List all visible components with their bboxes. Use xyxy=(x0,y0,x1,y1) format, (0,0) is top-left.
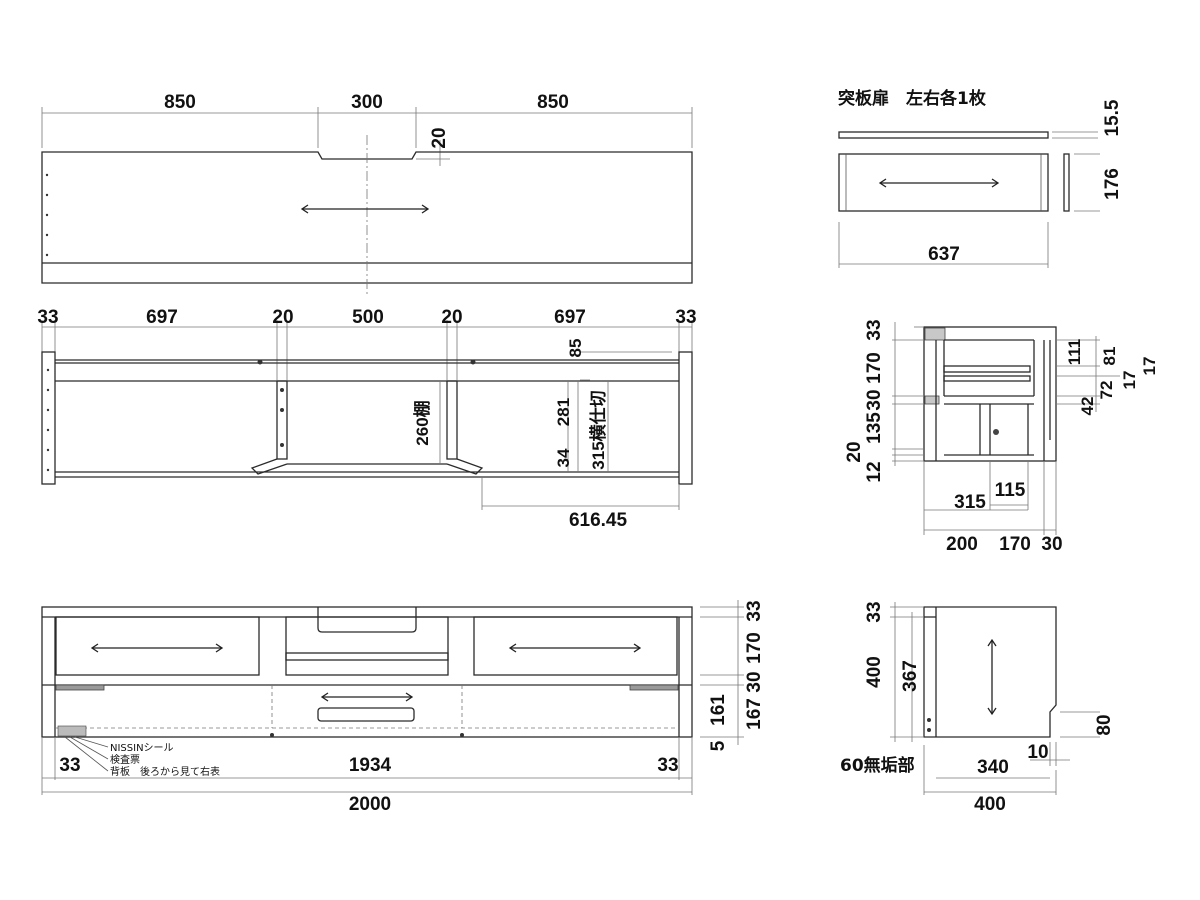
dim-17-b: 17 xyxy=(1140,357,1159,376)
dim-42: 42 xyxy=(1078,397,1097,416)
dim-17-a: 17 xyxy=(1120,371,1139,390)
dim-697-left: 697 xyxy=(146,307,178,328)
door-panel: 突板扉 左右各1枚 15.5 176 637 xyxy=(838,88,1123,268)
dim-20-right: 20 xyxy=(441,307,462,328)
dim-5: 5 xyxy=(708,740,729,751)
dim-170-s: 170 xyxy=(864,352,885,384)
dim-111: 111 xyxy=(1065,339,1084,366)
top-view: 850 300 850 20 xyxy=(41,92,693,295)
dim-400-bottom: 400 xyxy=(974,794,1006,815)
dim-33-back: 33 xyxy=(744,600,765,621)
label-60-solid: 60無垢部 xyxy=(840,755,915,776)
front-view: 33 697 20 500 20 697 33 85 260棚 xyxy=(37,307,696,531)
dim-20-left: 20 xyxy=(272,307,293,328)
label-back-panel: 背板 後ろから見て右表 xyxy=(110,765,220,778)
dim-340: 340 xyxy=(977,757,1009,778)
dim-850-right: 850 xyxy=(537,92,569,113)
dim-20-s: 20 xyxy=(844,441,865,462)
dim-33-right: 33 xyxy=(675,307,696,328)
dim-33-s: 33 xyxy=(864,319,885,340)
dim-170-back: 170 xyxy=(744,632,765,664)
dim-850-left: 850 xyxy=(164,92,196,113)
dim-85: 85 xyxy=(566,339,585,358)
dim-12-s: 12 xyxy=(864,461,885,482)
dim-167: 167 xyxy=(744,698,765,730)
dim-260-shelf: 260棚 xyxy=(412,400,432,445)
dim-315-s: 315 xyxy=(954,492,986,513)
dim-20-notch: 20 xyxy=(429,127,450,148)
dim-34: 34 xyxy=(554,448,573,467)
door-title: 突板扉 左右各1枚 xyxy=(838,88,987,109)
dim-72: 72 xyxy=(1097,381,1116,400)
dim-33-side: 33 xyxy=(864,601,885,622)
dim-1934: 1934 xyxy=(349,755,392,776)
dim-33-left: 33 xyxy=(37,307,58,328)
dim-315-partition: 315横仕切 xyxy=(588,390,608,469)
dim-200: 200 xyxy=(946,534,978,555)
dim-30-back: 30 xyxy=(744,671,765,692)
dim-30-s: 30 xyxy=(864,389,885,410)
label-inspection-slip: 検査票 xyxy=(110,753,140,766)
dim-400-side: 400 xyxy=(864,656,885,688)
dim-2000: 2000 xyxy=(349,794,391,815)
dim-81: 81 xyxy=(1100,347,1119,366)
dim-161: 161 xyxy=(708,694,729,726)
label-nissin-seal: NISSINシール xyxy=(110,743,174,754)
top-panel-outline xyxy=(41,151,693,284)
side-view: 33 400 367 80 10 60無垢部 340 400 xyxy=(840,601,1115,815)
dim-637: 637 xyxy=(928,244,960,265)
dim-500: 500 xyxy=(352,307,384,328)
dim-33-bottom-left: 33 xyxy=(59,755,80,776)
side-section: 33 170 30 135 20 12 111 81 17 17 42 72 1… xyxy=(844,319,1159,555)
dim-367: 367 xyxy=(900,660,921,692)
dim-300: 300 xyxy=(351,92,383,113)
dim-135-s: 135 xyxy=(864,412,885,444)
dim-697-right: 697 xyxy=(554,307,586,328)
dim-170-b: 170 xyxy=(999,534,1031,555)
dim-15-5: 15.5 xyxy=(1102,99,1123,136)
dim-33-bottom-right: 33 xyxy=(657,755,678,776)
dim-80: 80 xyxy=(1094,714,1115,735)
dim-281: 281 xyxy=(554,398,573,426)
back-view: 33 170 30 167 161 5 NISSINシール 検査票 背板 後ろか… xyxy=(41,600,765,815)
dim-10: 10 xyxy=(1027,742,1048,763)
dim-616-45: 616.45 xyxy=(569,510,628,531)
dim-30-b: 30 xyxy=(1041,534,1062,555)
dim-115: 115 xyxy=(995,480,1026,501)
dim-176: 176 xyxy=(1102,168,1123,200)
